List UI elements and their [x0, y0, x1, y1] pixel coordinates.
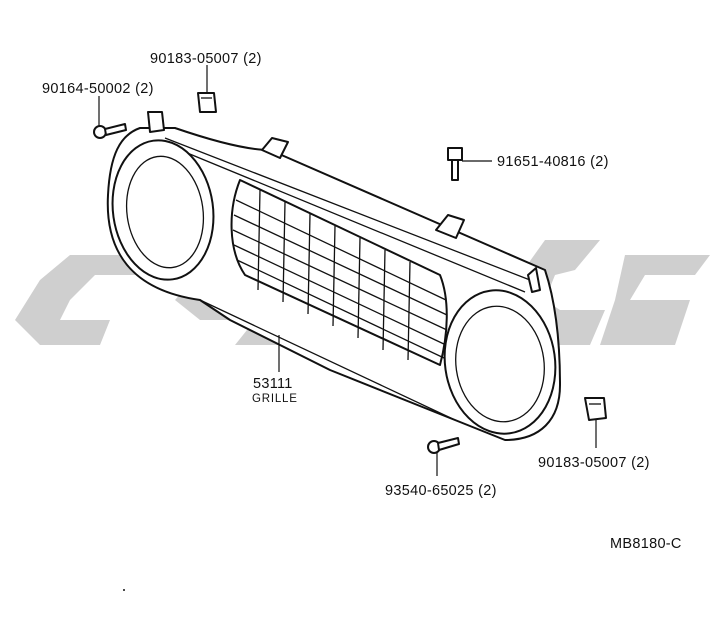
screw-left-part: [93, 123, 127, 139]
callout-grille-name: GRILLE: [252, 393, 298, 405]
callout-screw-left: 90164-50002 (2): [42, 81, 154, 97]
stray-dot: [123, 589, 125, 591]
clip-right-part: [584, 397, 607, 421]
callout-grille-number: 53111: [253, 376, 293, 392]
grille-mesh: [232, 189, 448, 361]
leader-lines: [98, 65, 597, 476]
callout-screw-bottom: 93540-65025 (2): [385, 483, 497, 499]
screw-bottom-part: [427, 437, 460, 454]
diagram-code: MB8180-C: [610, 536, 682, 552]
clip-top-part: [197, 92, 217, 113]
grille-assembly: [106, 111, 561, 441]
bolt-right-part: [447, 147, 463, 181]
callout-clip-right: 90183-05007 (2): [538, 455, 650, 471]
callout-clip-top: 90183-05007 (2): [150, 51, 262, 67]
callout-bolt-right: 91651-40816 (2): [497, 154, 609, 170]
